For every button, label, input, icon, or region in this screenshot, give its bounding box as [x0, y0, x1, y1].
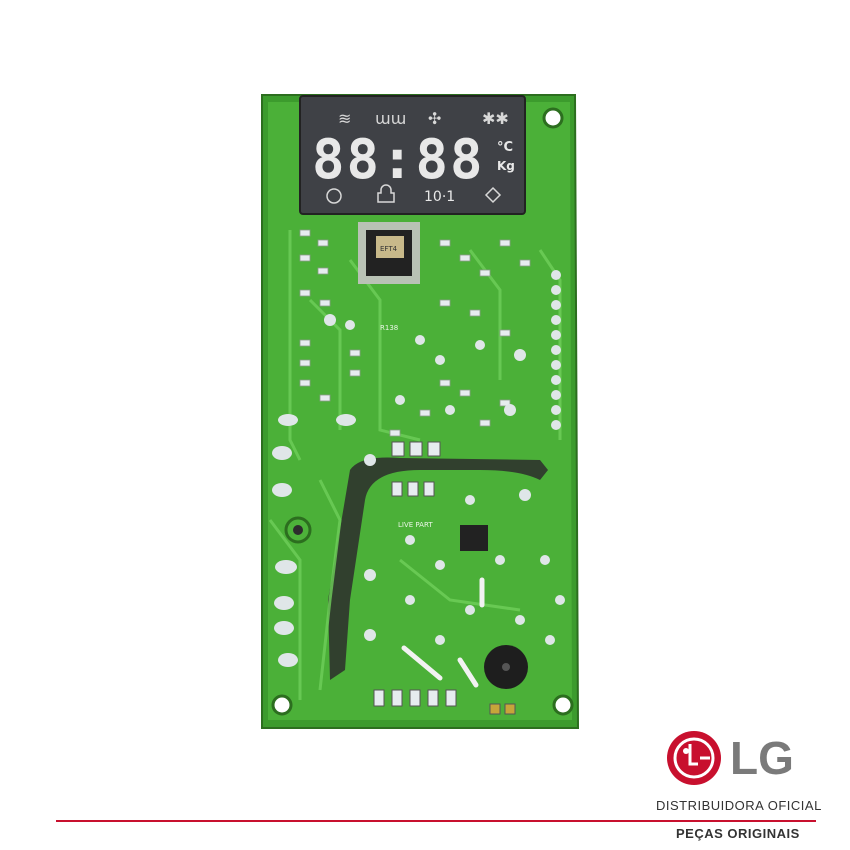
relay-pads	[373, 441, 516, 715]
driver-ic	[460, 525, 488, 551]
fan-icon: ✣	[428, 109, 441, 128]
left-edge-pads	[272, 414, 356, 667]
start-icon	[484, 186, 502, 204]
divider-line	[56, 820, 816, 822]
grill-icon: ɯɯ	[375, 109, 406, 128]
seven-segment-digits: 88:88	[312, 128, 485, 191]
ref-r138: R138	[380, 324, 398, 332]
brand-block: LG	[660, 726, 820, 786]
ratio-label: 10·1	[424, 189, 455, 205]
unit-celsius: °C	[497, 140, 513, 155]
connector-pins	[551, 270, 561, 430]
jumper-wires	[401, 577, 485, 688]
waves-icon: ≋	[338, 109, 351, 128]
lock-icon	[377, 184, 395, 203]
solder-pads	[324, 314, 565, 645]
lcd-display: ≋ ɯɯ ✣ ✱✱ 88:88 °C Kg 10·1	[299, 95, 526, 215]
brand-tagline: DISTRIBUIDORA OFICIAL	[656, 798, 822, 813]
mcu-label: EFT4	[380, 245, 398, 253]
unit-kg: Kg	[497, 159, 515, 173]
lg-logo-icon	[667, 731, 721, 785]
turntable-icon	[326, 188, 342, 204]
smd-components	[299, 229, 531, 437]
ref-live-part: LIVE PART	[398, 521, 433, 529]
brand-subline: PEÇAS ORIGINAIS	[676, 826, 800, 841]
mounting-holes	[271, 107, 574, 716]
microcontroller-chip: EFT4	[358, 222, 420, 284]
defrost-icon: ✱✱	[482, 109, 509, 128]
brand-name: LG	[730, 732, 794, 784]
